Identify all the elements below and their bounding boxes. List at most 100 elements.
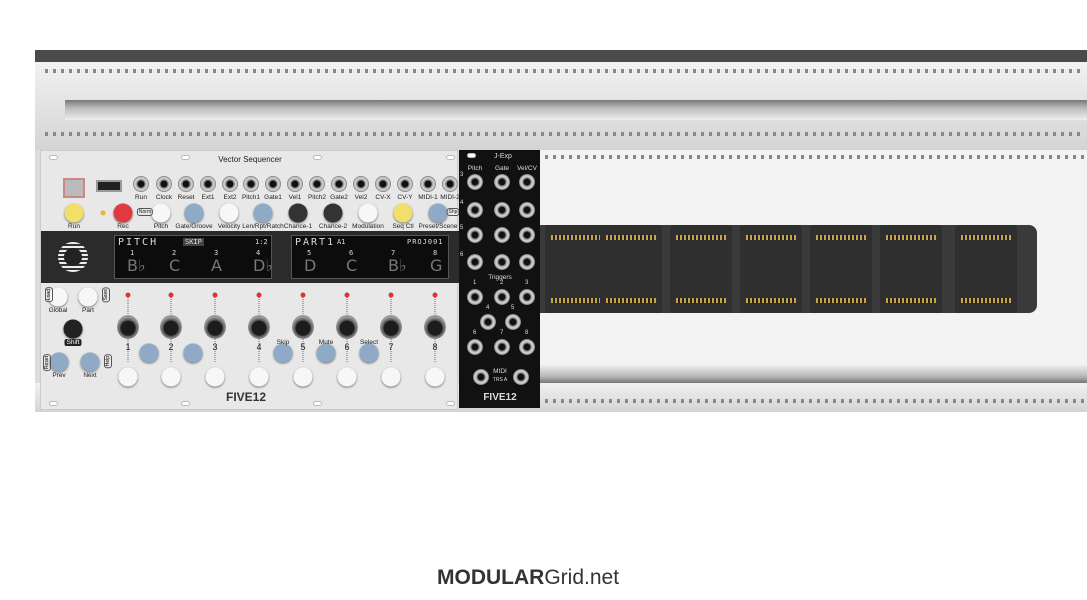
button-gate-groove[interactable] [184,203,204,223]
button-label: Run [68,223,80,230]
modulargrid-logo[interactable]: MODULARGrid.net [437,566,619,590]
jack-midi-2[interactable] [442,176,458,192]
button-chance-2[interactable] [323,203,343,223]
global-button[interactable] [48,287,68,307]
midi-jack-out[interactable] [513,369,529,385]
trigger-jack-2[interactable] [494,289,510,305]
output-jack[interactable] [519,202,535,218]
button-modulation[interactable] [358,203,378,223]
function-button[interactable] [359,343,379,363]
jack-pitch2[interactable] [309,176,325,192]
step-number: 6 [349,249,354,257]
step-knob-3[interactable] [204,315,226,339]
step-knob-8[interactable] [424,315,446,339]
jack-gate1[interactable] [265,176,281,192]
step-knob-1[interactable] [117,315,139,339]
jack-ext1[interactable] [200,176,216,192]
output-jack[interactable] [494,202,510,218]
output-jack[interactable] [519,227,535,243]
midi-jack-in[interactable] [473,369,489,385]
button-run[interactable] [64,203,84,223]
encoder-knob[interactable] [58,242,88,272]
step-button-6[interactable] [337,367,357,387]
step-button-8[interactable] [425,367,445,387]
button-seq-ctl[interactable] [393,203,413,223]
jack-ext2[interactable] [222,176,238,192]
jack-midi-1[interactable] [420,176,436,192]
jack-cv-y[interactable] [397,176,413,192]
output-jack[interactable] [494,227,510,243]
trigger-jack-6[interactable] [467,339,483,355]
jack-cv-x[interactable] [375,176,391,192]
output-jack[interactable] [467,254,483,270]
mounting-hole [446,401,455,406]
button-len-rpt-ratch[interactable] [253,203,273,223]
trigger-jack-1[interactable] [467,289,483,305]
screen-project: PROJ001 [407,238,444,246]
shift-button[interactable] [63,319,83,339]
output-jack[interactable] [467,174,483,190]
part-button[interactable] [78,287,98,307]
function-button[interactable] [273,343,293,363]
jack-label: Vel1 [288,194,302,201]
step-action-mute: Mute [318,339,334,346]
step-number: 2 [168,342,174,352]
output-jack[interactable] [519,174,535,190]
trigger-jack-8[interactable] [519,339,535,355]
next-button[interactable] [80,352,100,372]
button-chance-1[interactable] [288,203,308,223]
mounting-hole [49,155,58,160]
usb-b-port[interactable] [63,178,85,198]
trigger-jack-3[interactable] [519,289,535,305]
jack-reset[interactable] [178,176,194,192]
midi-label: MIDI [493,368,507,375]
step-knob-2[interactable] [160,315,182,339]
button-preset-scene[interactable] [428,203,448,223]
step-note: B♭ [127,256,146,275]
bus-connector [880,225,942,313]
button-rec[interactable] [113,203,133,223]
button-label: Pitch [153,223,169,230]
button-label: Modulation [352,223,384,230]
step-led [212,292,218,298]
output-jack[interactable] [467,227,483,243]
output-jack[interactable] [467,202,483,218]
step-button-1[interactable] [118,367,138,387]
function-button[interactable] [316,343,336,363]
step-button-4[interactable] [249,367,269,387]
step-knob-7[interactable] [380,315,402,339]
step-button-5[interactable] [293,367,313,387]
output-jack[interactable] [519,254,535,270]
step-button-3[interactable] [205,367,225,387]
step-note: D♭ [253,256,273,275]
output-jack[interactable] [494,174,510,190]
jack-vel2[interactable] [353,176,369,192]
step-button-7[interactable] [381,367,401,387]
trigger-number: 2 [500,280,504,286]
step-led [432,292,438,298]
jack-vel1[interactable] [287,176,303,192]
trigger-jack-7[interactable] [494,339,510,355]
button-velocity[interactable] [219,203,239,223]
jack-run[interactable] [133,176,149,192]
jack-clock[interactable] [156,176,172,192]
step-knob-6[interactable] [336,315,358,339]
jack-pitch1[interactable] [243,176,259,192]
norm-tag: Norm [136,208,154,216]
function-button[interactable] [139,343,159,363]
function-button[interactable] [183,343,203,363]
trigger-jack-5[interactable] [505,314,521,330]
usb-a-port[interactable] [96,180,122,192]
trigger-jack-4[interactable] [480,314,496,330]
shift-label: Shift [64,339,82,346]
output-jack[interactable] [494,254,510,270]
step-knob-4[interactable] [248,315,270,339]
button-pitch[interactable] [151,203,171,223]
step-button-2[interactable] [161,367,181,387]
step-knob-5[interactable] [292,315,314,339]
jack-gate2[interactable] [331,176,347,192]
prev-button[interactable] [49,352,69,372]
bottom-rail-channel [540,365,1087,383]
